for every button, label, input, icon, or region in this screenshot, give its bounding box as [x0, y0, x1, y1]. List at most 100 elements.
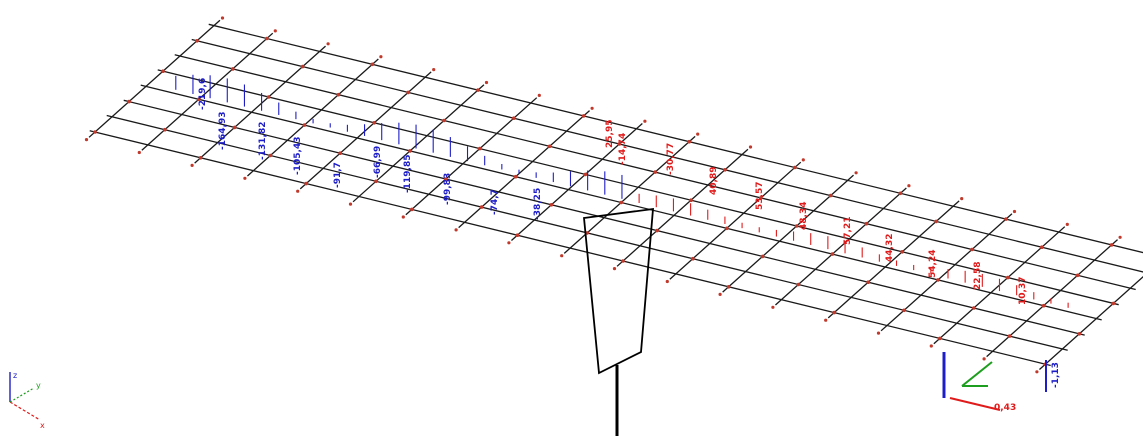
mesh-node [265, 36, 269, 41]
mesh-node [1065, 222, 1069, 226]
mesh-node [1118, 235, 1122, 239]
mesh-node [687, 139, 691, 144]
mesh-longitudinal-line [208, 23, 1143, 254]
mesh-node [832, 310, 836, 315]
mesh-node [726, 285, 731, 289]
mesh-node [653, 170, 657, 174]
mesh-node [442, 118, 446, 123]
mesh-node [665, 279, 669, 284]
mesh-node [547, 144, 552, 149]
positive-moment-label: 48,34 [799, 202, 809, 230]
mesh-node [507, 241, 511, 245]
negative-moment-label: -91,7 [333, 162, 343, 188]
mesh-node [401, 215, 405, 219]
mesh-transverse-line [352, 84, 485, 203]
mesh-node [621, 259, 625, 263]
mesh-node [515, 233, 520, 237]
mesh-node [84, 138, 89, 142]
mesh-node [898, 191, 903, 196]
mesh-node [982, 357, 986, 361]
mesh-node [960, 197, 964, 201]
mesh-node [938, 336, 942, 341]
mesh-node [273, 29, 277, 33]
positive-moment-label: 53,57 [755, 182, 765, 210]
positive-moment-label: 54,24 [928, 250, 938, 278]
mesh-node [432, 68, 436, 72]
mesh-node [454, 228, 458, 232]
mesh-node [771, 305, 775, 309]
mesh-node [748, 145, 753, 149]
mesh-node [864, 221, 869, 226]
mesh-transverse-line [722, 174, 854, 293]
mesh-node [370, 62, 375, 67]
mesh-node [326, 42, 330, 46]
mesh-node [876, 331, 881, 335]
mesh-node [444, 177, 448, 181]
mesh-node [266, 95, 271, 99]
mesh-node [304, 181, 309, 186]
mesh-node [93, 130, 97, 134]
mesh-node [549, 203, 554, 207]
mesh-node [617, 142, 622, 146]
mesh-node [830, 252, 835, 256]
positive-moment-label: -14,74 [618, 133, 628, 165]
mesh-transverse-line [880, 213, 1013, 332]
mesh-node [512, 116, 516, 120]
positive-moment-label: 44,32 [885, 234, 895, 262]
mesh-node [1109, 243, 1114, 247]
negative-moment-label: -66,99 [373, 146, 383, 178]
mesh-node [760, 254, 765, 259]
mesh-node [243, 176, 247, 180]
moment-labels: -219,6-164,93-131,82-105,43-91,7-66,99-1… [198, 78, 1028, 305]
positive-moment-label: 57,21 [843, 217, 853, 245]
mesh-node [1035, 370, 1039, 374]
negative-moment-label: -119,85 [403, 155, 413, 193]
mesh-node [338, 151, 343, 155]
mesh-node [793, 165, 797, 170]
positive-moment-label: -30,77 [666, 143, 676, 175]
mesh-node [854, 171, 858, 175]
mesh-node [127, 99, 131, 104]
positive-moment-label: 10,37 [1018, 277, 1028, 305]
mesh-node [619, 200, 623, 205]
mesh-node [408, 149, 412, 153]
end-local-axis-x [949, 397, 1001, 411]
mesh-node [220, 16, 225, 20]
mesh-node [300, 64, 305, 69]
mesh-node [348, 202, 353, 206]
mesh-node [1077, 332, 1082, 336]
mesh-node [934, 219, 938, 224]
axis-x-label: x [40, 421, 45, 430]
mesh-node [336, 92, 341, 97]
mesh-node [560, 254, 564, 258]
positive-moment-label: 40,89 [709, 167, 719, 195]
mesh-node [302, 123, 307, 127]
axis-triad: zxy [9, 371, 45, 430]
end-negative-label: -1,13 [1051, 362, 1061, 388]
pier-outline [583, 207, 654, 375]
mesh-node [581, 114, 586, 118]
negative-moment-label: -164,93 [218, 112, 228, 150]
mesh-node [929, 344, 933, 348]
negative-moment-label: -38,25 [533, 188, 543, 220]
negative-moment-label: -74,7 [490, 189, 500, 215]
negative-moment-label: -131,82 [258, 122, 268, 160]
positive-moment-label: 25,95 [605, 120, 615, 148]
mesh-node [866, 280, 870, 285]
mesh-node [197, 97, 201, 102]
mesh-node [1007, 334, 1012, 338]
mesh-node [232, 125, 237, 130]
mesh-node [796, 282, 801, 287]
mesh-node [476, 88, 480, 92]
mesh-node [484, 80, 489, 85]
moment-diagram [175, 74, 1069, 308]
positive-moment-label: 22,58 [973, 262, 983, 290]
axis-y-label: y [36, 381, 41, 390]
mesh-node [801, 158, 805, 162]
mesh-transverse-line [616, 148, 749, 267]
mesh-node [372, 121, 377, 125]
negative-moment-label: -99,83 [443, 173, 453, 205]
mesh-node [583, 172, 588, 177]
